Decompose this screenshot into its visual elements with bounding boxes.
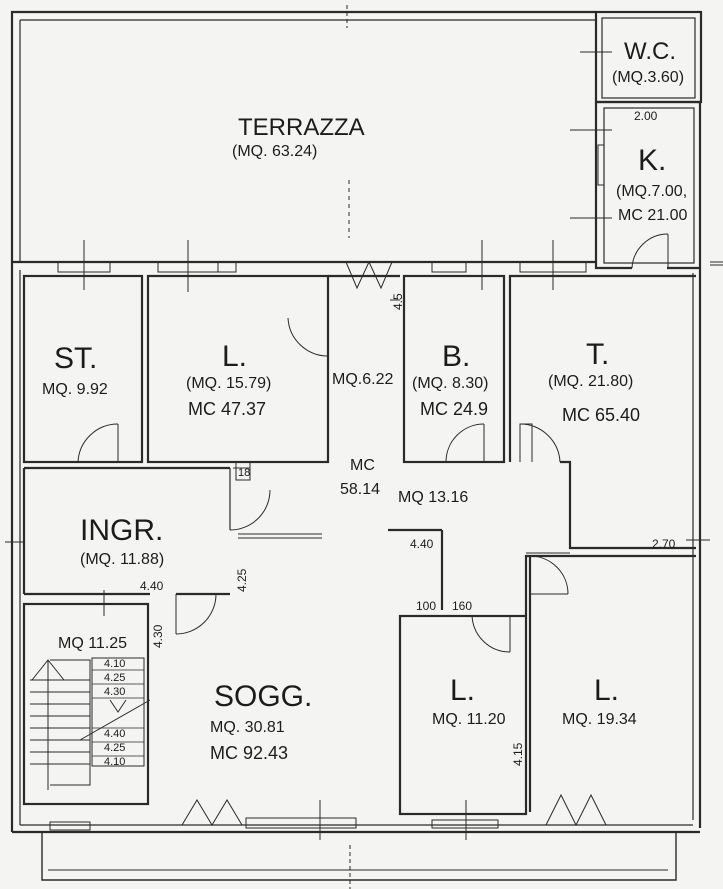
- kitchen-name: K.: [638, 144, 667, 177]
- stair-level-3: 4.30: [104, 686, 126, 698]
- ingr-height-dim: 4.25: [235, 568, 249, 592]
- ingr-dim: 4.40: [140, 579, 164, 593]
- bedroom-3-room: [524, 554, 696, 616]
- corridor-area: MQ 13.16: [398, 489, 469, 506]
- door-160-dim: 160: [452, 599, 473, 613]
- stair-area: MQ 11.25: [58, 635, 128, 652]
- ingresso-area: (MQ. 11.88): [80, 551, 165, 568]
- ingresso-name: INGR.: [80, 514, 164, 547]
- studio-room: [22, 274, 144, 464]
- bathroom-area: (MQ. 8.30): [412, 375, 489, 392]
- stair-side-dim: 4.30: [151, 624, 165, 648]
- tinello-area: (MQ. 21.80): [548, 373, 634, 390]
- bedroom-1-name: L.: [222, 340, 248, 373]
- wc-area: (MQ.3.60): [612, 69, 685, 86]
- bedroom-2-room: [398, 614, 528, 816]
- ingr-door-dim: 18: [238, 467, 251, 479]
- bedroom-1-volume: MC 47.37: [188, 399, 267, 419]
- bathroom-volume: MC 24.9: [420, 399, 489, 419]
- soggiorno-area: MQ. 30.81: [210, 719, 285, 736]
- door-100-dim: 100: [416, 599, 437, 613]
- terrace-outline: [10, 10, 596, 262]
- bath-door-dim: 4.5: [391, 293, 405, 310]
- tinello-name: T.: [586, 338, 610, 371]
- soggiorno-volume: MC 92.43: [210, 743, 289, 763]
- bedroom-3-name: L.: [594, 674, 620, 707]
- stair-level-1: 4.10: [104, 658, 126, 670]
- kitchen-area: (MQ.7.00,: [616, 183, 688, 200]
- bedroom-2-name: L.: [450, 674, 476, 707]
- tinello-room: [508, 274, 696, 462]
- kitchen-room: [594, 102, 632, 270]
- bathroom-name: B.: [442, 340, 471, 373]
- soggiorno-name: SOGG.: [214, 680, 313, 713]
- bedroom-1-area: (MQ. 15.79): [186, 375, 272, 392]
- letto-side-dim: 4.15: [511, 742, 525, 766]
- stair-level-4: 4.40: [104, 728, 126, 740]
- terrazza-name: TERRAZZA: [238, 114, 365, 141]
- terrazza-area: (MQ. 63.24): [232, 143, 318, 160]
- stair-level-6: 4.10: [104, 756, 126, 768]
- kitchen-volume: MC 21.00: [618, 207, 688, 224]
- k-width-dim: 2.00: [634, 109, 658, 123]
- bedroom-3-area: MQ. 19.34: [562, 711, 637, 728]
- tinello-volume: MC 65.40: [562, 405, 641, 425]
- bedroom-2-area: MQ. 11.20: [432, 711, 506, 728]
- stair-room: [22, 602, 150, 806]
- studio-area: MQ. 9.92: [42, 381, 108, 398]
- corridor-volume: 58.14: [340, 481, 381, 498]
- disimpegno-area: MQ.6.22: [332, 371, 394, 388]
- corridor-volume-label: MC: [350, 457, 375, 474]
- wc-name: W.C.: [624, 38, 676, 65]
- stair-level-5: 4.25: [104, 742, 126, 754]
- stair-level-2: 4.25: [104, 672, 126, 684]
- tinello-side-dim: 2.70: [652, 537, 676, 551]
- corridor-dim: 4.40: [410, 537, 434, 551]
- bathroom-room: [402, 274, 506, 464]
- studio-name: ST.: [54, 342, 98, 375]
